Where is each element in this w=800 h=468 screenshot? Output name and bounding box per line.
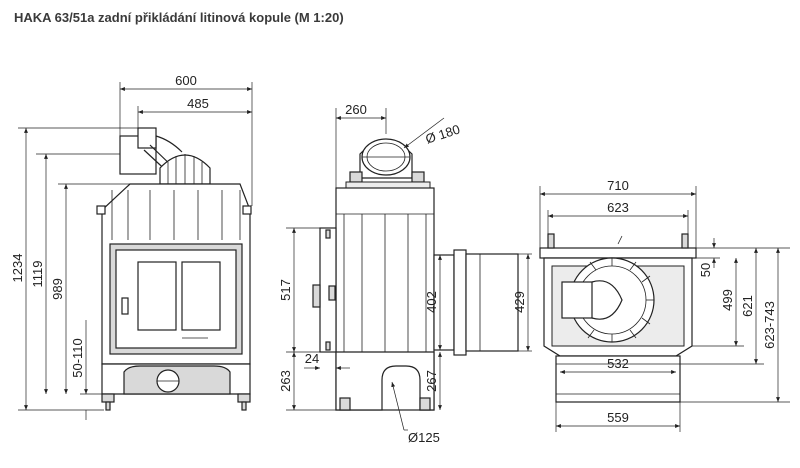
dim-50-110: 50-110 — [70, 338, 85, 378]
dim-532: 532 — [607, 356, 629, 371]
dim-24: 24 — [305, 351, 319, 366]
fireplace-door — [109, 243, 243, 355]
flue-collar — [345, 138, 431, 189]
dim-402: 402 — [424, 291, 439, 313]
dim-429: 429 — [512, 291, 527, 313]
dim-1119: 1119 — [30, 261, 45, 288]
dome-top-wheel — [561, 257, 655, 343]
dim-710: 710 — [607, 178, 629, 193]
cast-iron-dome — [159, 154, 211, 185]
dim-623-743: 623-743 — [762, 301, 777, 349]
top-view: 710 623 50 499 621 623-743 532 559 — [539, 178, 790, 432]
dim-263: 263 — [278, 370, 293, 392]
dim-flue-180: Ø 180 — [424, 121, 462, 146]
dim-559: 559 — [607, 410, 629, 425]
dim-600: 600 — [175, 73, 197, 88]
dim-267: 267 — [424, 370, 439, 392]
page-title: HAKA 63/51a zadní přikládání litinová ko… — [14, 10, 344, 25]
dim-1234: 1234 — [10, 254, 25, 283]
dim-inlet-125: Ø125 — [408, 430, 440, 445]
dim-260: 260 — [345, 102, 367, 117]
dim-621: 621 — [740, 295, 755, 317]
side-view: 260 Ø 180 517 263 24 402 267 429 Ø125 — [278, 102, 532, 445]
dim-499: 499 — [720, 289, 735, 311]
dim-485: 485 — [187, 96, 209, 111]
dim-50: 50 — [698, 263, 713, 277]
dim-623: 623 — [607, 200, 629, 215]
front-view: 600 485 1234 1119 989 50-110 — [10, 73, 253, 420]
rear-inlet — [433, 249, 519, 356]
flue-elbow — [119, 127, 183, 177]
dim-989: 989 — [50, 278, 65, 300]
dim-517: 517 — [278, 279, 293, 301]
